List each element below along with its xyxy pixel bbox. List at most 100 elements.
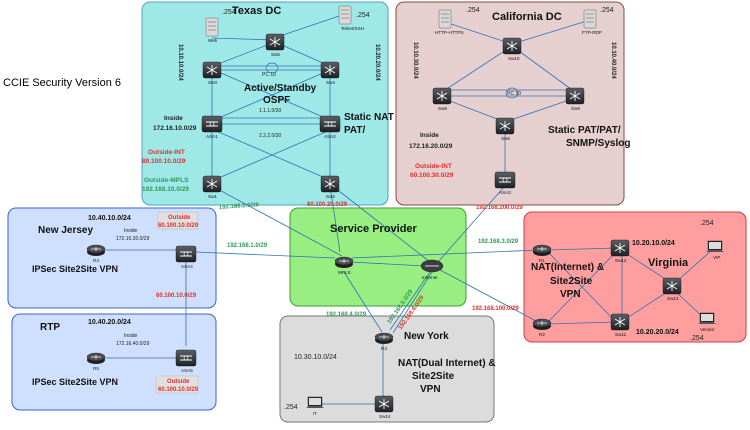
- asa5-label: ASA5: [181, 368, 193, 373]
- link-nj-mpls: 192.168.1.0/29: [227, 243, 268, 249]
- virginia-subnet-top: 10.20.10.0/24: [632, 240, 675, 247]
- sw4-node[interactable]: Sw4: [320, 61, 340, 85]
- sw3-node[interactable]: Sw3: [202, 61, 222, 85]
- diagram-title: CCIE Security Version 6: [3, 77, 121, 89]
- sw10-node[interactable]: Sw10: [502, 37, 522, 61]
- rtp-inside: Inside: [124, 333, 138, 339]
- new-york-title: New York: [404, 331, 449, 342]
- telnet-node[interactable]: Telnet/SSH: [338, 5, 364, 31]
- sw6-label: Sw6: [501, 136, 510, 141]
- texas-inside: Inside: [164, 115, 183, 122]
- mpls-node[interactable]: MPLS: [334, 256, 354, 275]
- new-jersey-region: [7, 207, 217, 309]
- sw1-node[interactable]: Sw1: [202, 175, 222, 199]
- link-ny-mpls: 192.168.4.0/29: [326, 312, 367, 318]
- r5-node[interactable]: R5: [86, 352, 106, 371]
- internet-label: Internet: [422, 275, 438, 280]
- california-snmp: SNMP/Syslog: [566, 138, 630, 149]
- asa2-node[interactable]: ASA2: [319, 115, 341, 139]
- new-york-subnet: 10.30.10.0/24: [294, 354, 337, 361]
- virginia-title: Virginia: [648, 257, 689, 269]
- ftp-node[interactable]: FTP-RDP: [582, 9, 602, 35]
- internet-node[interactable]: Internet: [420, 259, 444, 280]
- sw1-label: Sw1: [208, 194, 217, 199]
- texas-ospf: OSPF: [263, 95, 290, 106]
- it-node[interactable]: IT: [306, 396, 324, 416]
- telnet-label: Telnet/SSH: [341, 26, 364, 31]
- texas-ip2: 2.2.2.0/30: [259, 133, 281, 139]
- sw2-label: Sw2: [326, 194, 335, 199]
- texas-dc-region: [141, 1, 389, 206]
- sw6-node[interactable]: Sw6: [495, 117, 515, 141]
- asa3-node[interactable]: ASA3: [494, 171, 516, 195]
- new-jersey-vpn: IPSec Site2Site VPN: [32, 264, 118, 274]
- texas-static-nat: Static NAT: [344, 112, 394, 123]
- service-provider-title: Service Provider: [330, 223, 418, 235]
- rtp-outside-tag: [155, 375, 199, 394]
- texas-port-channel-mark: [265, 62, 279, 74]
- r2-label: R2: [539, 332, 545, 337]
- ftp-label: FTP-RDP: [582, 30, 602, 35]
- r1-node[interactable]: R1: [532, 244, 552, 263]
- link-ca-int: 192.168.200.0/29: [476, 205, 523, 211]
- asa1-label: ASA1: [206, 134, 218, 139]
- http-node[interactable]: HTTP-HTTPS: [435, 9, 464, 35]
- sw14-node[interactable]: Sw14: [374, 395, 394, 419]
- texas-subnet-left: 10.10.10.0/24: [177, 44, 183, 81]
- s254d-label: .254: [600, 7, 614, 14]
- new-jersey-inside-net: 172.16.30.0/29: [116, 236, 150, 242]
- sw9-node[interactable]: Sw9: [565, 87, 585, 111]
- web-node[interactable]: Web: [205, 17, 219, 43]
- california-dc-title: California DC: [492, 11, 562, 23]
- r3-label: R3: [381, 346, 387, 351]
- virginia-region: [523, 211, 747, 343]
- texas-ip1: 1.1.1.0/30: [259, 108, 281, 114]
- texas-outside-mpls-net: 192.168.10.0/29: [142, 186, 189, 193]
- rtp-title: RTP: [40, 322, 60, 333]
- asa4-label: ASA4: [181, 264, 193, 269]
- virginia-suffix-1: .254: [700, 220, 714, 227]
- virginia-nat-2: Site2Site: [550, 276, 593, 287]
- r4-node[interactable]: R4: [86, 244, 106, 263]
- new-jersey-title: New Jersey: [38, 225, 93, 236]
- asa3-label: ASA3: [499, 190, 511, 195]
- vendor-label: Vendor: [700, 327, 715, 332]
- link-va-mpls: 192.168.3.0/29: [478, 239, 519, 245]
- vip-node[interactable]: VIP: [706, 240, 724, 260]
- new-jersey-outside: Outside: [168, 215, 191, 221]
- new-york-region: [279, 315, 495, 423]
- sw2-node[interactable]: Sw2: [320, 175, 340, 199]
- asa1-node[interactable]: ASA1: [201, 115, 223, 139]
- r2-node[interactable]: R2: [532, 318, 552, 337]
- asa4-node[interactable]: ASA4: [175, 245, 197, 269]
- virginia-suffix-2: .254: [690, 335, 704, 342]
- r4-label: R4: [93, 258, 99, 263]
- r3-node[interactable]: R3: [374, 332, 394, 351]
- new-jersey-inside: Inside: [124, 228, 138, 234]
- california-outside-int: Outside-INT: [415, 163, 452, 170]
- sw8-node[interactable]: Sw8: [432, 87, 452, 111]
- sw11-node[interactable]: Sw11: [610, 313, 630, 337]
- virginia-nat-3: VPN: [560, 289, 581, 300]
- sw12-node[interactable]: Sw12: [610, 239, 630, 263]
- sw11-label: Sw11: [615, 332, 627, 337]
- texas-outside-mpls: Outside-MPLS: [144, 177, 189, 184]
- sw5-label: Sw5: [271, 52, 280, 57]
- r1-label: R1: [539, 258, 545, 263]
- texas-port-channel-label: PC 10: [262, 72, 276, 78]
- asa5-node[interactable]: ASA5: [175, 349, 197, 373]
- texas-inside-net: 172.16.10.0/29: [153, 125, 197, 132]
- sw13-node[interactable]: Sw13: [662, 277, 682, 301]
- web-label: Web: [208, 38, 218, 43]
- new-jersey-outside-tag: [157, 211, 199, 230]
- new-york-nat-3: VPN: [420, 384, 441, 395]
- rtp-inside-net: 172.16.40.0/29: [116, 341, 150, 347]
- sw14-label: Sw14: [379, 414, 391, 419]
- rtp-vpn: IPSec Site2Site VPN: [32, 377, 118, 387]
- texas-dc-title: Texas DC: [232, 5, 281, 17]
- sw5-node[interactable]: Sw5: [265, 33, 285, 57]
- s254a-label: .254: [222, 9, 236, 16]
- new-jersey-subnet: 10.40.10.0/24: [88, 215, 131, 222]
- vendor-node[interactable]: Vendor: [698, 312, 716, 332]
